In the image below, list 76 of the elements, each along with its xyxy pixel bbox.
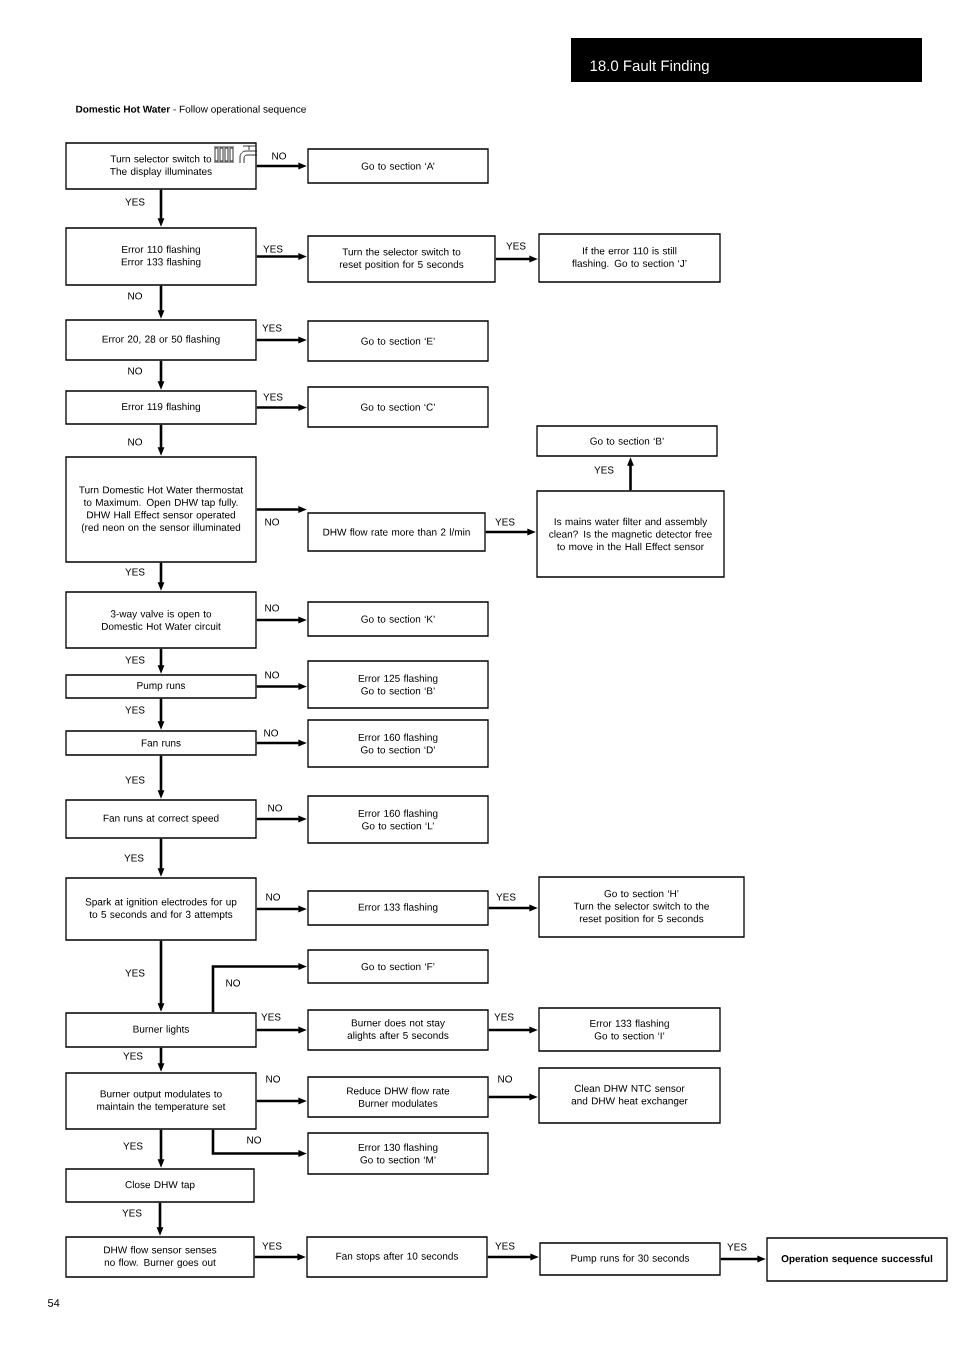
edge-label: YES [124,567,146,577]
edge-label: YES [261,323,283,333]
process-box: Go to section ‘F’ [307,949,489,984]
edge-label: YES [121,1208,143,1218]
edge-label: YES [122,1141,144,1151]
edge-label: YES [260,1012,282,1022]
process-box: DHW flow rate more than 2 l/min [307,512,486,552]
process-box: Go to section ‘H’ Turn the selector switch to the reset position for 5 seconds [538,876,745,938]
process-box: Is mains water filter and assembly clean? Is the magnetic detector free to move in the Hall Effect sensor [536,490,725,578]
process-box: If the error 110 is still flashing. Go to section ‘J’ [538,233,721,283]
edge-label: YES [261,1241,283,1251]
edge-label: NO [264,892,282,902]
process-box: Turn Domestic Hot Water thermostat to Maximum. Open DHW tap fully. DHW Hall Effect sensor operated (red neon on the sensor illuminated [65,456,257,563]
edge-label: NO [126,291,144,301]
process-box: Turn the selector switch to reset position for 5 seconds [307,235,496,283]
edge-label: YES [124,968,146,978]
edge-label: YES [262,392,284,402]
edge-label: NO [245,1135,263,1145]
edge-label: YES [124,655,146,665]
edge-label: YES [494,1241,516,1251]
edge-label: NO [263,670,281,680]
edge-label: YES [123,853,145,863]
edge-label: NO [496,1074,514,1084]
process-box: Error 160 flashing Go to section ‘L’ [307,795,489,844]
process-box: Pump runs for 30 seconds [539,1242,721,1276]
edge-label: YES [124,197,146,207]
process-box: Error 160 flashing Go to section ‘D’ [307,719,489,768]
process-box: Fan runs at correct speed [65,799,257,839]
process-box: Clean DHW NTC sensor and DHW heat exchanger [538,1067,721,1124]
edge-label: YES [493,1012,515,1022]
edge-label: NO [266,803,284,813]
edge-label: YES [124,705,146,715]
process-box: Go to section ‘A’ [307,148,489,184]
process-box: Operation sequence successful [766,1237,948,1282]
edge-label: NO [263,603,281,613]
title-bar: 18.0 Fault Finding [571,38,922,82]
edge-label: NO [126,437,144,447]
edge-label: NO [270,151,288,161]
edge-label: YES [593,465,615,475]
process-box: Burner output modulates to maintain the temperature set [65,1072,257,1130]
edge-label: YES [262,244,284,254]
edge-label: YES [494,517,516,527]
process-box: Go to section ‘K’ [307,601,489,637]
edge-label: YES [122,1051,144,1061]
process-box: Turn selector switch to The display illuminates [65,142,257,190]
process-box: Fan stops after 10 seconds [306,1236,488,1278]
process-box: Error 133 flashing [307,890,489,926]
process-box: Error 125 flashing Go to section ‘B’ [307,660,489,709]
process-box: Go to section ‘C’ [307,386,489,428]
process-box: Error 133 flashing Go to section ‘I’ [538,1007,721,1052]
process-box: Close DHW tap [65,1168,255,1203]
edge-label: NO [264,1074,282,1084]
process-box: Fan runs [65,730,257,756]
process-box: 3-way valve is open to Domestic Hot Water circuit [65,591,257,649]
edge-label: YES [505,241,527,251]
edge-label: YES [124,775,146,785]
process-box: Error 130 flashing Go to section ‘M’ [307,1132,489,1175]
edge-label: NO [263,517,281,527]
page-number: 54 [47,1299,60,1307]
edge-label: YES [726,1242,748,1252]
edge-label: NO [262,728,280,738]
process-box: Spark at ignition electrodes for up to 5 seconds and for 3 attempts [65,877,257,941]
process-box: Error 110 flashing Error 133 flashing [65,227,257,286]
process-box: Error 20, 28 or 50 flashing [65,319,257,361]
process-box: DHW flow sensor senses no flow. Burner goes out [65,1236,255,1278]
process-box: Burner does not stay alights after 5 seconds [307,1009,489,1051]
process-box: Error 119 flashing [65,390,257,425]
subtitle: Domestic Hot Water - Follow operational sequence [76,105,306,115]
edge-label: YES [495,892,517,902]
edge-label: NO [126,366,144,376]
process-box: Go to section ‘E’ [307,320,489,362]
process-box: Go to section ‘B’ [536,425,718,457]
process-box: Burner lights [65,1012,257,1048]
process-box: Pump runs [65,674,257,699]
process-box: Reduce DHW flow rate Burner modulates [307,1076,489,1118]
edge-label: NO [224,978,242,988]
